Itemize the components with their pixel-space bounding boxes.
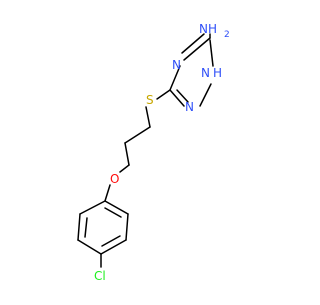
bond-ar-3 <box>77 239 102 255</box>
sulfur-label: S <box>146 93 154 107</box>
bond-ch2a-ch2b <box>124 126 151 144</box>
bond-n1-c5 <box>169 65 181 91</box>
bond-ar-4-double <box>101 235 121 247</box>
chlorine-label: Cl <box>94 269 106 283</box>
bond-c3-n1 <box>183 37 211 61</box>
bond-ar-2 <box>77 213 81 241</box>
bond-c3-n1-double <box>181 33 205 54</box>
ring-nh-n-label: N <box>201 66 210 80</box>
bond-ar-6 <box>104 200 129 215</box>
bond-ch2c-o <box>119 164 130 173</box>
bond-c5-s <box>156 89 171 100</box>
bond-c5-n4-double <box>176 89 189 103</box>
oxygen-label: O <box>110 172 119 186</box>
bond-ar-1 <box>79 200 106 215</box>
bond-n4-n2 <box>199 83 212 107</box>
bond-ar-4 <box>100 239 127 255</box>
bond-s-ch2a <box>145 106 151 128</box>
bond-o-c1 <box>104 184 111 202</box>
structure-canvas: NH 2 N N H N S O Cl <box>77 22 230 283</box>
bond-ar-5 <box>125 213 129 241</box>
bond-ch2b-ch2c <box>124 142 130 166</box>
ring-n-bottom-label: N <box>185 100 194 114</box>
amine-label: NH <box>199 22 217 36</box>
bond-ar-6-double <box>104 207 122 218</box>
molecule-diagram: NH 2 N N H N S O Cl <box>77 22 230 283</box>
bond-ar-2-double <box>84 217 88 238</box>
bond-lines <box>77 33 214 268</box>
ring-n-top-label: N <box>172 58 181 72</box>
bond-n2-c3 <box>209 39 214 67</box>
ring-nh-h-label: H <box>213 66 222 80</box>
bond-c5-n4 <box>169 89 185 107</box>
atom-labels: NH 2 N N H N S O Cl <box>94 22 230 283</box>
amine-subscript: 2 <box>224 30 230 40</box>
